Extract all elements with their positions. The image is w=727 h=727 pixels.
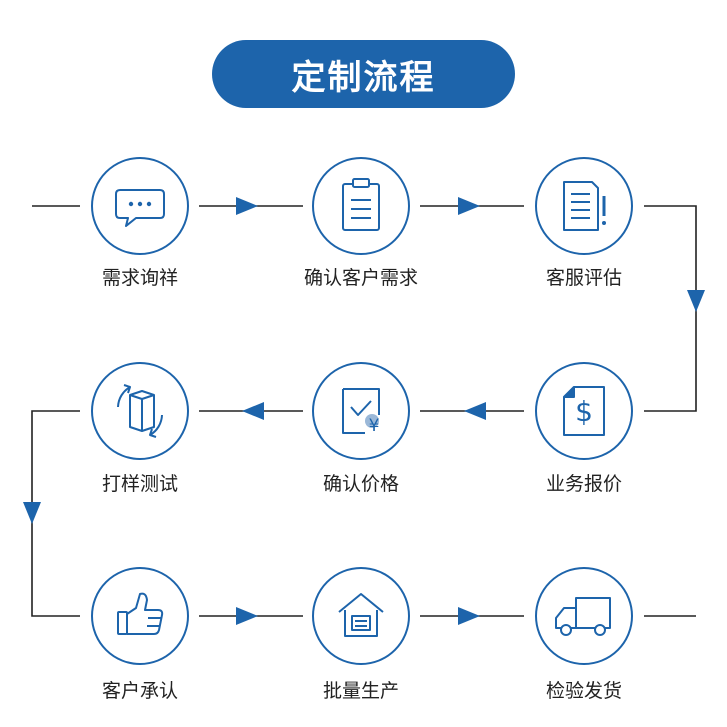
step-6-label: 打样测试 [101, 473, 178, 495]
connector-8-9 [420, 607, 524, 625]
step-1-node [91, 157, 189, 255]
document-alert-icon [563, 181, 606, 231]
step-9-label: 检验发货 [545, 680, 622, 702]
check-yuan-icon: ¥ [342, 388, 380, 436]
step-1-label: 需求询祥 [101, 267, 178, 289]
step-4-label: 业务报价 [545, 473, 622, 495]
step-9-node [535, 567, 633, 665]
document-dollar-icon: $ [563, 386, 605, 436]
step-7-node [91, 567, 189, 665]
step-8-label: 批量生产 [322, 680, 399, 702]
box-rotate-icon [117, 384, 163, 438]
step-4-node: $ [535, 362, 633, 460]
step-7-label: 客户承认 [101, 680, 178, 702]
connector-2-3 [420, 197, 524, 215]
step-5-node: ¥ [312, 362, 410, 460]
connector-7-8 [199, 607, 303, 625]
step-3-label: 客服评估 [545, 267, 622, 289]
svg-text:¥: ¥ [369, 416, 380, 436]
truck-icon [555, 597, 611, 636]
step-8-node [312, 567, 410, 665]
thumbs-up-icon [117, 592, 164, 635]
connector-6-7 [23, 410, 80, 617]
page-title: 定制流程 [212, 40, 515, 108]
step-6-node [91, 362, 189, 460]
connector-3-4 [644, 205, 705, 412]
step-2-label: 确认客户需求 [303, 267, 418, 289]
svg-text:$: $ [575, 395, 593, 428]
connector-1-2 [199, 197, 303, 215]
step-2-node [312, 157, 410, 255]
step-5-label: 确认价格 [322, 473, 399, 495]
clipboard-icon [342, 178, 380, 231]
connector-4-5 [420, 402, 524, 420]
step-3-node [535, 157, 633, 255]
connector-5-6 [199, 402, 303, 420]
chat-icon [115, 189, 165, 227]
factory-icon [338, 593, 384, 637]
